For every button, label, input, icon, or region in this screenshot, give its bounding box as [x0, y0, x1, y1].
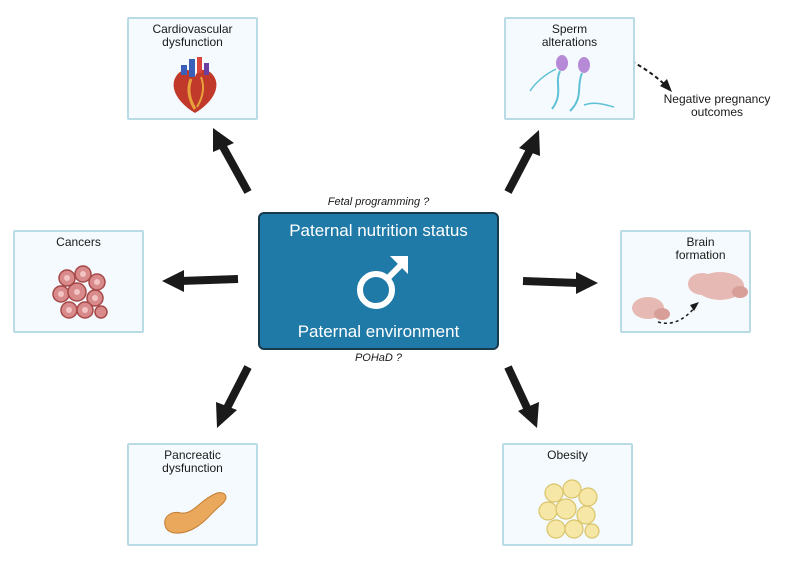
panel-label-sperm: Sperm alterations — [541, 22, 598, 49]
tumor-cells-icon — [52, 265, 108, 319]
fat-cells-icon — [538, 479, 600, 539]
sperm-icon — [529, 55, 615, 112]
heart-icon — [173, 57, 217, 113]
panel-brain: Brain formation — [620, 230, 751, 333]
panel-pancreatic: Pancreatic dysfunction — [127, 443, 258, 546]
panel-obesity: Obesity — [502, 443, 633, 546]
dashed-arrow-to-outcome — [611, 53, 672, 92]
panel-label-cancers: Cancers — [56, 235, 101, 249]
panel-label-pancreatic: Pancreatic dysfunction — [162, 448, 223, 475]
panel-label-brain: Brain formation — [675, 235, 726, 262]
arrow-to-pancreatic — [216, 365, 252, 428]
paternal-factors-box: Paternal nutrition status Paternal envir… — [258, 212, 499, 350]
brain-icon — [632, 272, 748, 324]
pohad-note: POHaD ? — [354, 352, 403, 364]
panel-cancers: Cancers — [13, 230, 144, 333]
panel-label-obesity: Obesity — [547, 448, 588, 462]
arrow-to-obesity — [504, 365, 539, 428]
center-subtitle: Paternal environment — [297, 322, 460, 341]
arrow-to-sperm — [504, 130, 540, 194]
panel-label-cardiovascular: Cardiovascular dysfunction — [152, 22, 233, 49]
male-symbol-icon — [357, 256, 408, 309]
fetal-programming-note: Fetal programming ? — [327, 196, 430, 208]
panel-cardiovascular: Cardiovascular dysfunction — [127, 17, 258, 120]
arrow-to-brain — [522, 272, 598, 294]
arrow-to-cancers — [162, 270, 239, 292]
arrow-to-cardiovascular — [213, 128, 252, 194]
negative-pregnancy-outcomes-label: Negative pregnancy outcomes — [663, 92, 771, 119]
center-title: Paternal nutrition status — [289, 221, 468, 240]
panel-sperm: Sperm alterations — [504, 17, 635, 120]
pancreas-icon — [164, 492, 227, 534]
